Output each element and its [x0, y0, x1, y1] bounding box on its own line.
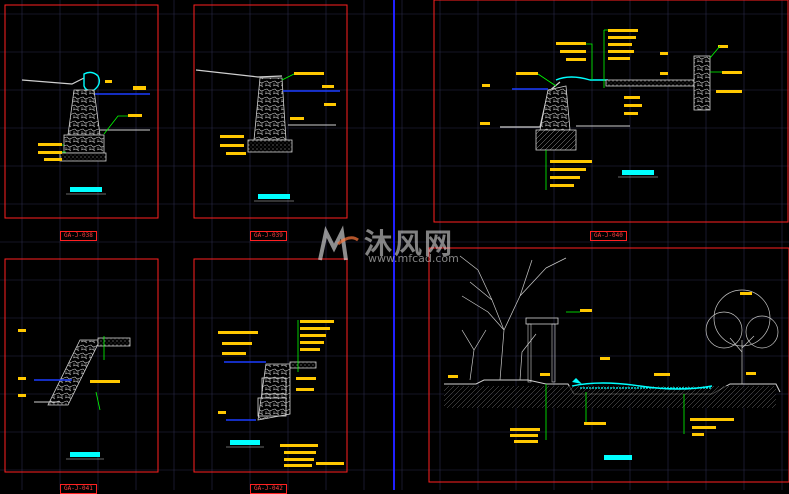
section-drawing-2 — [195, 69, 340, 202]
sheet-frame-2 — [193, 4, 348, 219]
section-drawing-1 — [21, 71, 150, 195]
sheet-frame-3 — [433, 0, 789, 223]
section-drawing-4 — [18, 329, 131, 460]
sheet-frame-6 — [428, 247, 789, 483]
sheet-label-2: GA-J-039 — [250, 231, 287, 241]
sheet-frame-1 — [4, 4, 159, 219]
sheet-frame-5 — [193, 258, 348, 473]
sheet-label-5: GA-J-042 — [250, 484, 287, 494]
sheet-label-4: GA-J-041 — [60, 484, 97, 494]
sheet-label-1: GA-J-038 — [60, 231, 97, 241]
sheet-label-3: GA-J-040 — [590, 231, 627, 241]
section-drawing-5 — [218, 320, 344, 467]
sheet-frame-4 — [4, 258, 159, 473]
section-drawing-3 — [480, 29, 742, 190]
elevation-drawing-6 — [444, 255, 781, 460]
